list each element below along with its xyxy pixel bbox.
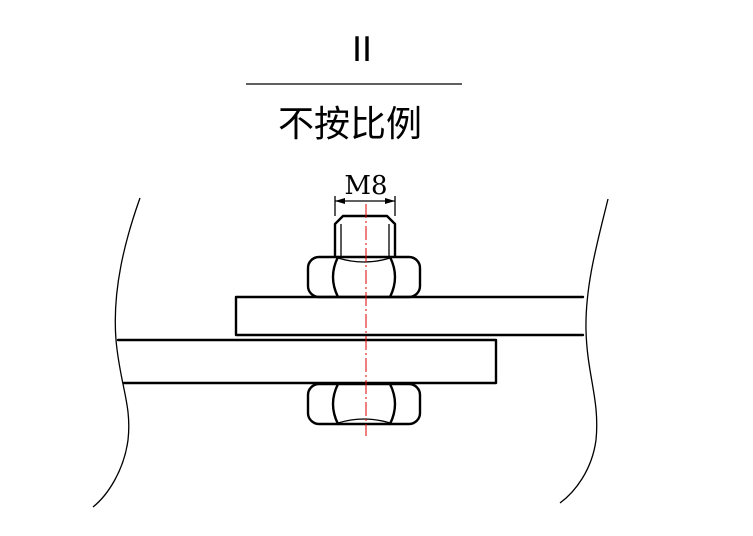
thread-size-label: M8	[344, 171, 387, 201]
lower-hex-nut	[306, 382, 422, 426]
dimension-arrow-left	[335, 198, 345, 204]
upper-hex-nut	[306, 255, 422, 299]
view-label: II	[352, 30, 372, 70]
right-break-line	[559, 198, 609, 504]
lower-plate	[116, 338, 498, 385]
upper-plate	[234, 295, 585, 337]
scale-note: 不按比例	[278, 104, 422, 145]
left-break-line	[92, 197, 141, 508]
bolt-thread-end	[333, 214, 397, 258]
thread-dimension: M8	[334, 171, 396, 216]
dimension-arrow-right	[385, 198, 395, 204]
